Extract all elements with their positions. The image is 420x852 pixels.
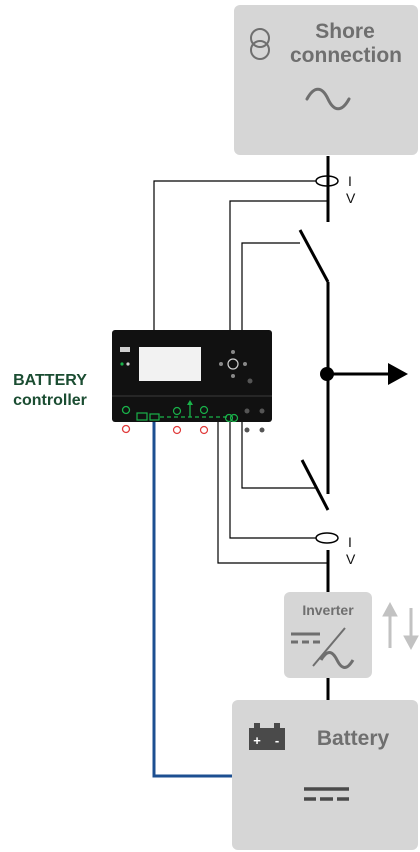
- transformer-icon: [250, 28, 270, 60]
- shore-connection-title: Shore connection: [290, 20, 403, 67]
- dc-to-ac-icon: [291, 627, 355, 669]
- load-arrow-icon: [388, 363, 408, 385]
- voltage-label-top: V: [346, 190, 356, 206]
- ac-wave-icon: [305, 87, 351, 111]
- battery-plus-label: +: [253, 733, 261, 748]
- current-label-bottom: I: [348, 534, 352, 550]
- signal-wires: [153, 180, 328, 564]
- controller-unit: [112, 330, 272, 435]
- current-label-top: I: [348, 173, 352, 189]
- voltage-label-bottom: V: [346, 551, 356, 567]
- controller-label-line2: controller: [13, 392, 87, 409]
- bidirectional-arrows-icon: [382, 601, 419, 651]
- controller-screen: [139, 347, 201, 381]
- controller-label-line1: BATTERY: [13, 372, 87, 389]
- inverter-title: Inverter: [302, 602, 354, 618]
- battery-minus-label: -: [275, 733, 279, 748]
- ct-bottom-icon: [315, 532, 339, 544]
- controller-label: BATTERY controller: [4, 371, 96, 411]
- breaker-top: [298, 229, 330, 283]
- dc-symbol-icon: [304, 787, 349, 801]
- comm-wire: [152, 422, 232, 778]
- battery-box: [232, 700, 418, 850]
- breaker-bottom: [300, 459, 330, 511]
- battery-icon: + -: [249, 723, 285, 750]
- battery-title: Battery: [316, 727, 390, 750]
